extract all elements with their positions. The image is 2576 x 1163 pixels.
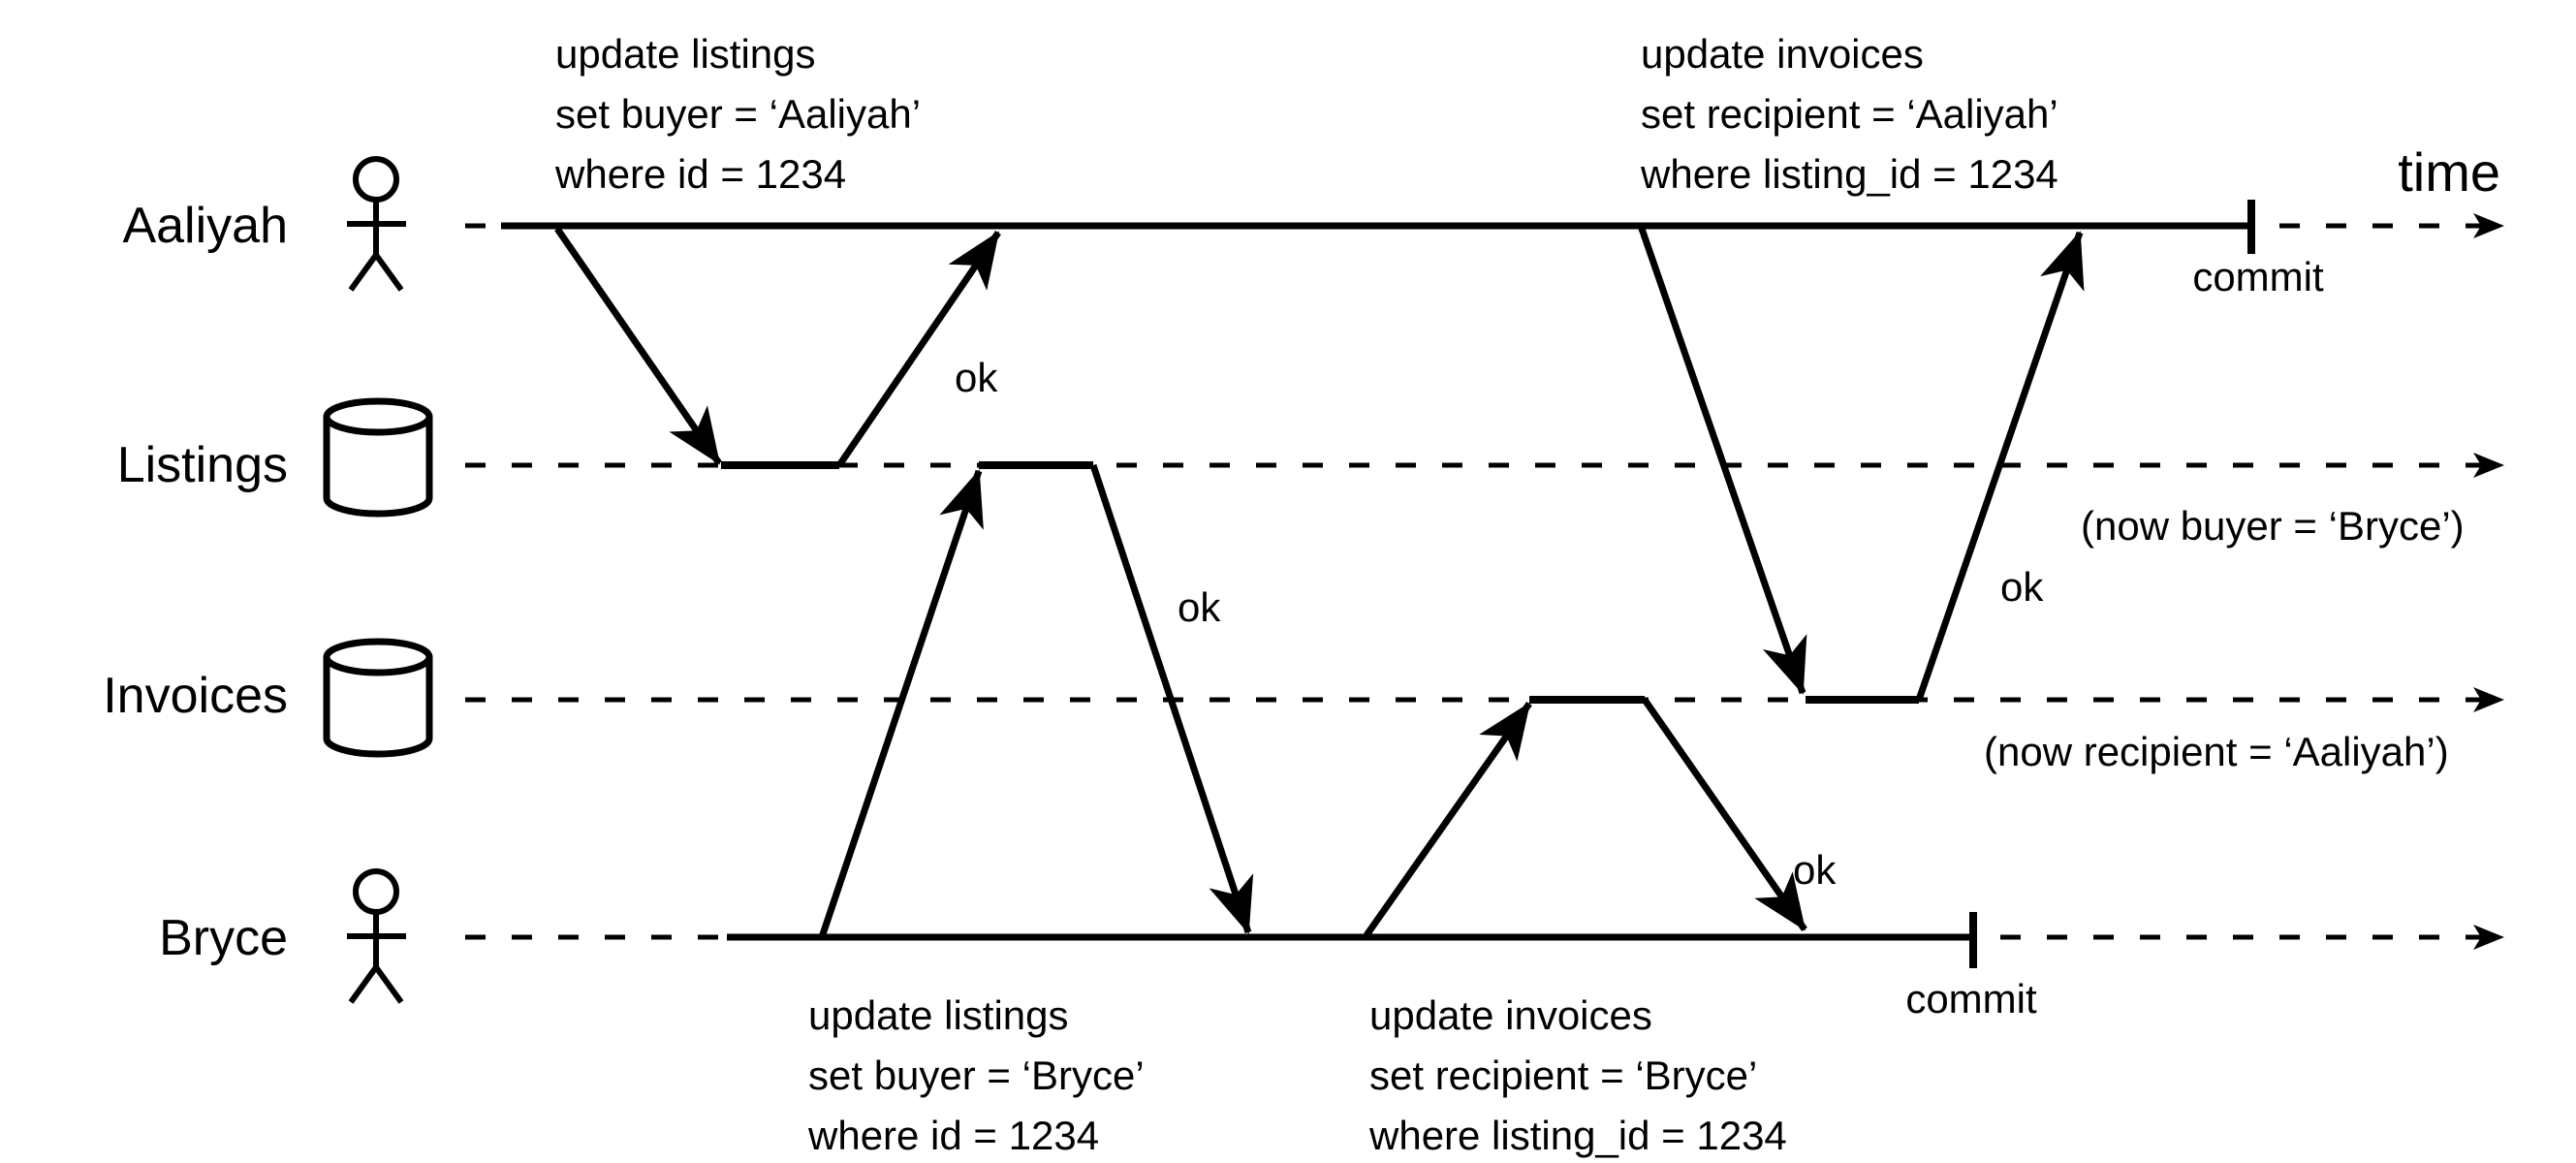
database-icon bbox=[323, 638, 433, 758]
person-icon bbox=[347, 156, 406, 292]
request-arrow-aaliyah-update-invoices bbox=[1637, 224, 1807, 695]
query-line: update listings bbox=[555, 31, 816, 77]
query-label-aaliyah-invoices: update invoices set recipient = ‘Aaliyah… bbox=[1640, 31, 2058, 197]
query-line: where listing_id = 1234 bbox=[1368, 1113, 1787, 1158]
actor-label-aaliyah: Aaliyah bbox=[122, 198, 288, 254]
outcome-label-listings: (now buyer = ‘Bryce’) bbox=[2081, 503, 2465, 549]
commit-label-aaliyah: commit bbox=[2192, 254, 2324, 299]
outcome-label-invoices: (now recipient = ‘Aaliyah’) bbox=[1984, 729, 2449, 774]
query-line: update listings bbox=[808, 992, 1069, 1038]
ok-label-invoices-aaliyah: ok bbox=[2000, 564, 2044, 610]
commit-label-bryce: commit bbox=[1905, 976, 2037, 1022]
time-axis-label: time bbox=[2398, 141, 2500, 203]
query-line: update invoices bbox=[1641, 31, 1924, 77]
ok-label-invoices-bryce: ok bbox=[1793, 847, 1837, 893]
query-line: set recipient = ‘Bryce’ bbox=[1369, 1053, 1757, 1098]
ok-label-listings-aaliyah: ok bbox=[955, 355, 998, 400]
query-label-bryce-invoices: update invoices set recipient = ‘Bryce’ … bbox=[1368, 992, 1787, 1158]
reply-arrow-listings-ok-bryce bbox=[1089, 463, 1254, 934]
request-arrow-aaliyah-update-listings bbox=[554, 227, 722, 465]
query-label-bryce-listings: update listings set buyer = ‘Bryce’ wher… bbox=[807, 992, 1145, 1158]
query-line: set buyer = ‘Aaliyah’ bbox=[555, 91, 921, 137]
request-arrow-bryce-update-invoices bbox=[1364, 701, 1532, 938]
database-icon bbox=[323, 397, 433, 518]
request-arrow-bryce-update-listings bbox=[818, 469, 984, 939]
reply-arrow-invoices-ok-bryce bbox=[1642, 698, 1807, 931]
actor-label-listings: Listings bbox=[117, 437, 288, 493]
query-line: set buyer = ‘Bryce’ bbox=[808, 1053, 1145, 1098]
person-icon bbox=[347, 868, 406, 1004]
query-line: where id = 1234 bbox=[554, 151, 846, 197]
reply-arrow-listings-ok-aaliyah bbox=[836, 231, 1001, 467]
query-line: where id = 1234 bbox=[807, 1113, 1099, 1158]
actor-label-bryce: Bryce bbox=[159, 910, 288, 966]
actor-label-invoices: Invoices bbox=[103, 668, 288, 724]
ok-label-listings-bryce: ok bbox=[1178, 584, 1221, 630]
query-line: where listing_id = 1234 bbox=[1640, 151, 2058, 197]
reply-arrow-invoices-ok-aaliyah bbox=[1915, 231, 2085, 702]
query-label-aaliyah-listings: update listings set buyer = ‘Aaliyah’ wh… bbox=[554, 31, 921, 197]
query-line: set recipient = ‘Aaliyah’ bbox=[1641, 91, 2058, 137]
query-line: update invoices bbox=[1369, 992, 1652, 1038]
